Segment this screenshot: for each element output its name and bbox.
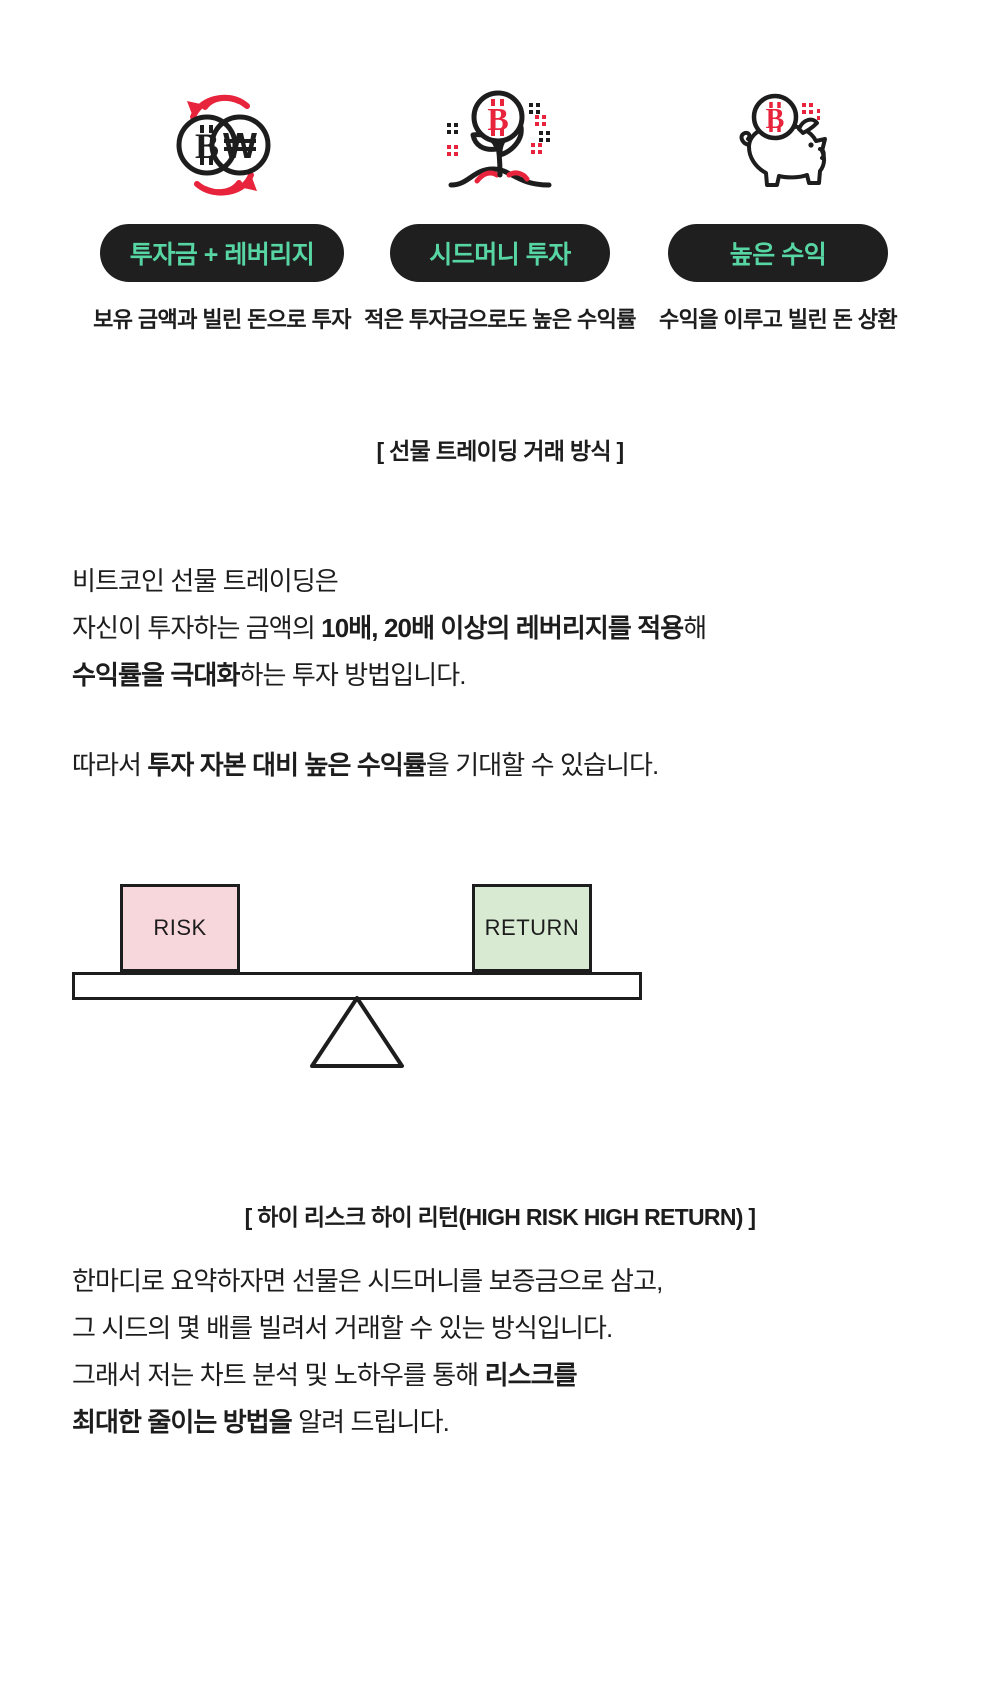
caption-high-risk-high-return: [ 하이 리스크 하이 리턴(HIGH RISK HIGH RETURN) ] [244,1204,756,1230]
feature-card-leverage: B W 투자금 + 레버리지 보유 금액과 빌린 돈으로 투자 [83,78,361,338]
feature-pill-leverage[interactable]: 투자금 + 레버리지 [99,224,345,282]
bitcoin-won-exchange-icon: B W [147,78,297,208]
bitcoin-sprout-growth-icon: B [425,78,575,208]
svg-text:W: W [223,125,257,166]
bitcoin-piggy-bank-icon: B [703,78,853,208]
caption-trading-method: [ 선물 트레이딩 거래 방식 ] [376,438,625,464]
feature-card-seed-money: B [361,78,639,338]
feature-pill-seed-money[interactable]: 시드머니 투자 [390,224,610,282]
seesaw-weight-return: RETURN [472,884,592,972]
feature-desc-leverage: 보유 금액과 빌린 돈으로 투자 [93,307,351,332]
paragraph-expectation: 따라서 투자 자본 대비 높은 수익률을 기대할 수 있습니다. [72,750,659,780]
feature-row: B W 투자금 + 레버리지 보유 금액과 빌린 돈으로 투자 [0,78,1000,338]
feature-pill-high-return[interactable]: 높은 수익 [668,224,888,282]
feature-card-high-return: B 높은 수익 수익을 이루고 빌린 돈 상환 [639,78,917,338]
feature-desc-high-return: 수익을 이루고 빌린 돈 상환 [658,307,898,332]
svg-text:B: B [487,101,508,137]
seesaw-fulcrum-triangle [310,996,404,1068]
paragraph-summary: 한마디로 요약하자면 선물은 시드머니를 보증금으로 삼고,그 시드의 몇 배를… [72,1266,663,1437]
svg-text:B: B [195,126,219,166]
svg-text:B: B [766,104,785,135]
risk-return-seesaw-diagram: RISK RETURN [72,884,642,1074]
feature-desc-seed-money: 적은 투자금으로도 높은 수익률 [364,307,636,332]
seesaw-weight-risk: RISK [120,884,240,972]
